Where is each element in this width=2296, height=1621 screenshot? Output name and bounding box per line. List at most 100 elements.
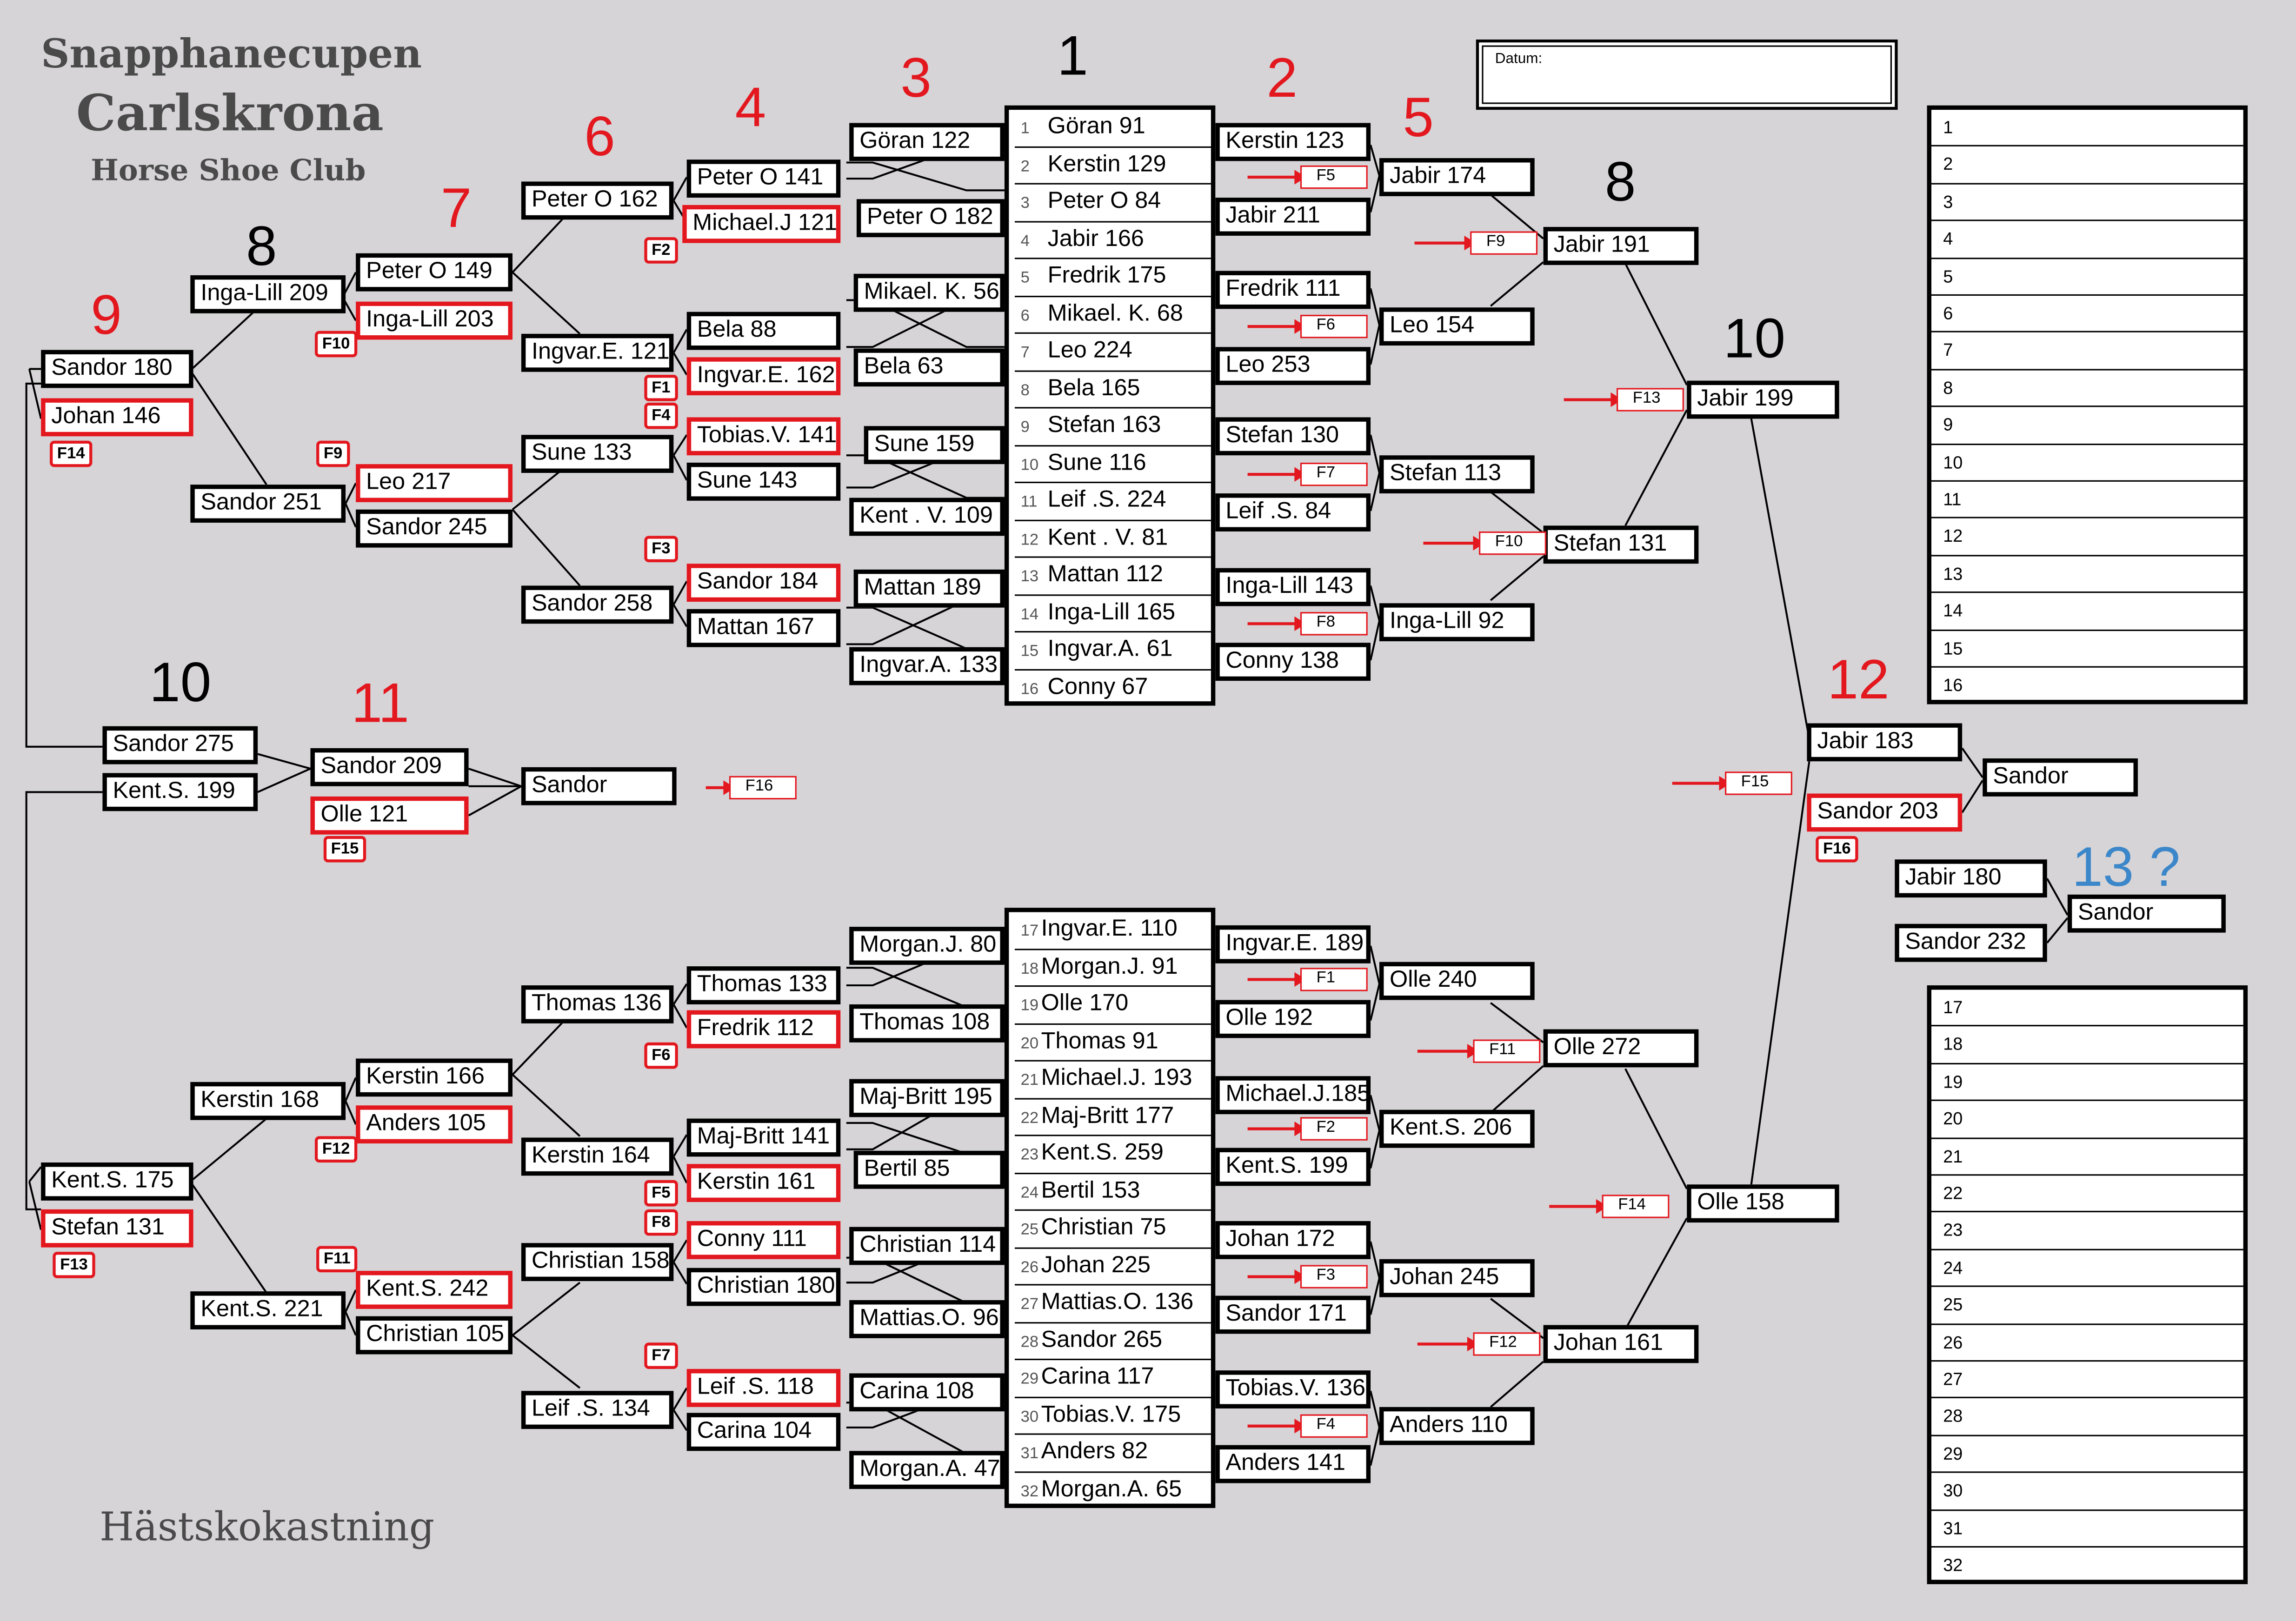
match-box[interactable]: Kerstin 123: [1215, 123, 1371, 161]
match-box[interactable]: Peter O 141: [686, 159, 841, 198]
match-box[interactable]: Carina 104: [686, 1413, 841, 1451]
match-box[interactable]: Kerstin 166: [356, 1058, 513, 1097]
match-box[interactable]: Leo 154: [1379, 307, 1535, 346]
result-row[interactable]: 8: [1931, 370, 2243, 407]
match-box[interactable]: Inga-Lill 209: [190, 275, 346, 313]
match-box[interactable]: Sune 159: [864, 426, 1005, 465]
match-box[interactable]: Olle 272: [1543, 1029, 1699, 1068]
result-row[interactable]: 10: [1931, 445, 2243, 482]
match-box[interactable]: Peter O 149: [356, 253, 513, 292]
match-box[interactable]: Fredrik 111: [1215, 271, 1371, 309]
match-box[interactable]: Ingvar.E. 162: [686, 357, 841, 396]
match-box[interactable]: Tobias.V. 141: [686, 417, 841, 456]
match-box[interactable]: Leif .S. 134: [521, 1391, 674, 1429]
match-box[interactable]: Jabir 191: [1543, 227, 1699, 265]
match-box[interactable]: Tobias.V. 136: [1215, 1370, 1371, 1408]
match-box[interactable]: Ingvar.E. 189: [1215, 925, 1371, 963]
result-row[interactable]: 4: [1931, 221, 2243, 259]
result-row[interactable]: 29: [1931, 1436, 2243, 1474]
match-box[interactable]: Maj-Britt 195: [849, 1079, 1005, 1117]
match-box[interactable]: Fredrik 112: [686, 1010, 841, 1049]
result-row[interactable]: 13: [1931, 556, 2243, 593]
match-box[interactable]: Leo 253: [1215, 347, 1371, 385]
match-box[interactable]: Bela 88: [686, 312, 841, 350]
match-box[interactable]: Sandor 245: [356, 509, 513, 548]
result-row[interactable]: 25: [1931, 1287, 2243, 1325]
match-box[interactable]: Sandor 171: [1215, 1295, 1371, 1334]
match-box[interactable]: Bela 63: [853, 348, 1005, 387]
result-row[interactable]: 11: [1931, 482, 2243, 519]
match-box[interactable]: Michael.J 121: [682, 205, 841, 243]
date-field[interactable]: Datum:: [1476, 40, 1898, 110]
match-box[interactable]: Jabir 180: [1895, 859, 2047, 898]
match-box[interactable]: Maj-Britt 141: [686, 1118, 841, 1157]
result-row[interactable]: 24: [1931, 1250, 2243, 1288]
result-row[interactable]: 27: [1931, 1362, 2243, 1399]
match-box[interactable]: Jabir 211: [1215, 198, 1371, 236]
match-box[interactable]: Peter O 182: [856, 199, 1005, 238]
match-box[interactable]: Leo 217: [356, 464, 513, 502]
result-row[interactable]: 3: [1931, 184, 2243, 222]
match-box[interactable]: Olle 158: [1687, 1184, 1839, 1223]
match-box[interactable]: Olle 240: [1379, 962, 1535, 1000]
winner-box[interactable]: Sandor: [521, 767, 677, 805]
match-box[interactable]: Christian 114: [849, 1227, 1005, 1265]
match-box[interactable]: Kent.S. 199: [102, 773, 258, 811]
result-row[interactable]: 16: [1943, 675, 1963, 696]
match-box[interactable]: Christian 105: [356, 1316, 513, 1355]
result-row[interactable]: 22: [1931, 1176, 2243, 1213]
match-box[interactable]: Bertil 85: [853, 1150, 1005, 1189]
match-box[interactable]: Inga-Lill 203: [356, 301, 513, 340]
match-box[interactable]: Michael.J.185: [1215, 1076, 1371, 1115]
match-box[interactable]: Sandor 180: [41, 350, 193, 388]
match-box[interactable]: Conny 138: [1215, 643, 1371, 681]
match-box[interactable]: Kent.S. 206: [1379, 1109, 1535, 1148]
match-box[interactable]: Stefan 113: [1379, 455, 1535, 494]
match-box[interactable]: Ingvar.A. 133: [849, 647, 1005, 685]
match-box[interactable]: Mattan 167: [686, 609, 841, 647]
match-box[interactable]: Kent . V. 109: [849, 498, 1005, 536]
match-box[interactable]: Olle 121: [310, 796, 469, 835]
result-row[interactable]: 12: [1931, 519, 2243, 556]
match-box[interactable]: Christian 158: [521, 1243, 674, 1282]
match-box[interactable]: Sandor 232: [1895, 923, 2047, 962]
match-box[interactable]: Olle 192: [1215, 1000, 1371, 1038]
winner-box[interactable]: Sandor: [2067, 894, 2226, 933]
result-row[interactable]: 9: [1931, 407, 2243, 445]
match-box[interactable]: Kent.S. 175: [41, 1162, 193, 1201]
result-row[interactable]: 15: [1931, 631, 2243, 668]
match-box[interactable]: Anders 105: [356, 1105, 513, 1144]
match-box[interactable]: Stefan 131: [41, 1209, 193, 1248]
match-box[interactable]: Sandor 203: [1807, 793, 1963, 832]
match-box[interactable]: Leif .S. 118: [686, 1369, 841, 1407]
match-box[interactable]: Jabir 183: [1807, 723, 1963, 762]
match-box[interactable]: Sandor 258: [521, 585, 674, 624]
match-box[interactable]: Thomas 133: [686, 966, 841, 1004]
result-row[interactable]: 32: [1943, 1555, 1963, 1575]
match-box[interactable]: Kerstin 168: [190, 1082, 346, 1120]
match-box[interactable]: Kent.S. 199: [1215, 1148, 1371, 1186]
result-row[interactable]: 19: [1931, 1064, 2243, 1102]
match-box[interactable]: Mikael. K. 56: [853, 273, 1005, 312]
match-box[interactable]: Leif .S. 84: [1215, 493, 1371, 531]
match-box[interactable]: Kent.S. 242: [356, 1270, 513, 1309]
match-box[interactable]: Stefan 130: [1215, 417, 1371, 456]
match-box[interactable]: Morgan.A. 47: [849, 1451, 1005, 1489]
match-box[interactable]: Thomas 136: [521, 985, 674, 1023]
match-box[interactable]: Stefan 131: [1543, 525, 1699, 564]
match-box[interactable]: Sandor 184: [686, 564, 841, 602]
match-box[interactable]: Johan 172: [1215, 1221, 1371, 1259]
match-box[interactable]: Morgan.J. 80: [849, 927, 1005, 965]
match-box[interactable]: Jabir 174: [1379, 158, 1535, 196]
result-row[interactable]: 30: [1931, 1473, 2243, 1511]
match-box[interactable]: Inga-Lill 143: [1215, 568, 1371, 606]
result-row[interactable]: 23: [1931, 1213, 2243, 1250]
result-row[interactable]: 18: [1931, 1027, 2243, 1064]
result-row[interactable]: 20: [1931, 1101, 2243, 1139]
match-box[interactable]: Johan 146: [41, 398, 193, 437]
winner-box[interactable]: Sandor: [1983, 758, 2138, 797]
result-row[interactable]: 7: [1931, 333, 2243, 370]
result-row[interactable]: 17: [1931, 990, 2243, 1027]
match-box[interactable]: Mattan 189: [853, 569, 1005, 608]
match-box[interactable]: Johan 161: [1543, 1325, 1699, 1363]
